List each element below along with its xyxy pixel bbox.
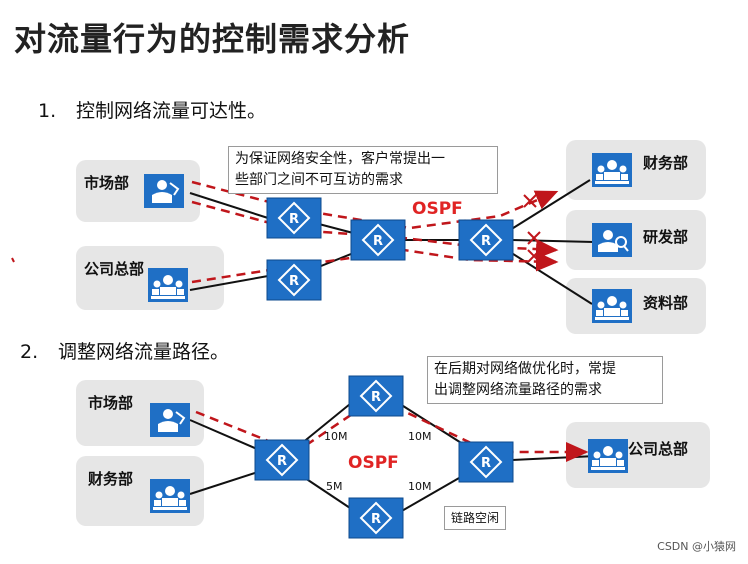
rnd-host-icon-top bbox=[591, 222, 633, 258]
section-1-heading: 1. 控制网络流量可达性。 bbox=[38, 96, 266, 123]
finance-host-icon-top bbox=[592, 153, 632, 187]
label-rnd-top: 研发部 bbox=[643, 228, 689, 246]
label-market-bottom: 市场部 bbox=[88, 394, 134, 412]
flow-bottom-path bbox=[195, 396, 589, 462]
link-r4-finance bbox=[509, 179, 591, 231]
link-market-rA bbox=[189, 419, 265, 453]
hq-host-icon-bottom bbox=[588, 439, 628, 473]
group-rnd-top bbox=[566, 210, 706, 270]
blocked-marks bbox=[523, 194, 541, 263]
callout-bottom-line-1: 在后期对网络做优化时，常提 bbox=[434, 361, 616, 377]
router-bottom-edge bbox=[254, 439, 310, 481]
label-data-top: 资料部 bbox=[643, 294, 689, 312]
label-finance-top: 财务部 bbox=[643, 154, 689, 172]
link-rC-hq bbox=[511, 455, 597, 461]
label-hq-top: 公司总部 bbox=[84, 260, 145, 278]
ospf-label-bottom: OSPF bbox=[348, 453, 399, 473]
callout-bottom: 在后期对网络做优化时，常提 出调整网络流量路径的需求 bbox=[427, 356, 663, 404]
bw-upper-left: 10M bbox=[324, 430, 348, 443]
section-2-number: 2. bbox=[20, 341, 39, 363]
section-1-number: 1. bbox=[38, 100, 57, 122]
section-2-heading: 2. 调整网络流量路径。 bbox=[20, 337, 229, 364]
flow-market-to-finance bbox=[191, 180, 559, 230]
finance-host-icon-bottom bbox=[150, 479, 190, 513]
link-finance-rA bbox=[189, 469, 265, 495]
group-data-top bbox=[566, 278, 706, 334]
ospf-label-top: OSPF bbox=[412, 199, 463, 219]
callout-top-line-1: 为保证网络安全性，客户常提出一 bbox=[235, 151, 445, 167]
label-market-top: 市场部 bbox=[84, 174, 130, 192]
link-rD-rC bbox=[399, 473, 467, 513]
router-top-4 bbox=[458, 219, 514, 261]
section-2-text: 调整网络流量路径。 bbox=[58, 341, 230, 363]
hq-host-icon-top bbox=[148, 268, 188, 302]
bw-upper-right: 10M bbox=[408, 430, 432, 443]
callout-top-line-2: 些部门之间不可互访的需求 bbox=[235, 172, 403, 188]
label-finance-bottom: 财务部 bbox=[88, 470, 134, 488]
link-market-r1 bbox=[189, 192, 269, 219]
link-r4-data bbox=[509, 251, 593, 305]
link-rB-rC bbox=[399, 403, 467, 447]
router-bottom-right bbox=[458, 441, 514, 483]
stray-red-mark bbox=[11, 257, 15, 263]
link-hq-r3 bbox=[189, 275, 269, 291]
router-top-3 bbox=[266, 259, 322, 301]
link-r4-rnd bbox=[511, 239, 595, 243]
page-title: 对流量行为的控制需求分析 bbox=[14, 20, 411, 58]
router-top-1 bbox=[266, 197, 322, 239]
bw-lower-left: 5M bbox=[326, 480, 343, 493]
callout-bottom-line-2: 出调整网络流量路径的需求 bbox=[434, 382, 602, 398]
bw-lower-right: 10M bbox=[408, 480, 432, 493]
data-host-icon-top bbox=[592, 289, 632, 323]
callout-top: 为保证网络安全性，客户常提出一 些部门之间不可互访的需求 bbox=[228, 146, 498, 194]
block-mark-3b bbox=[527, 249, 541, 263]
market-host-icon-top bbox=[143, 173, 185, 209]
router-bottom-low bbox=[348, 497, 404, 539]
router-bottom-top bbox=[348, 375, 404, 417]
market-host-icon-bottom bbox=[149, 402, 191, 438]
label-hq-bottom: 公司总部 bbox=[628, 440, 689, 458]
section-1-text: 控制网络流量可达性。 bbox=[76, 100, 267, 122]
router-top-2 bbox=[350, 219, 406, 261]
block-mark-2b bbox=[527, 231, 541, 245]
idle-link-label: 链路空闲 bbox=[444, 506, 507, 530]
group-finance-top bbox=[566, 140, 706, 200]
watermark: CSDN @小猿网 bbox=[657, 540, 736, 553]
block-mark-1b bbox=[523, 194, 537, 208]
